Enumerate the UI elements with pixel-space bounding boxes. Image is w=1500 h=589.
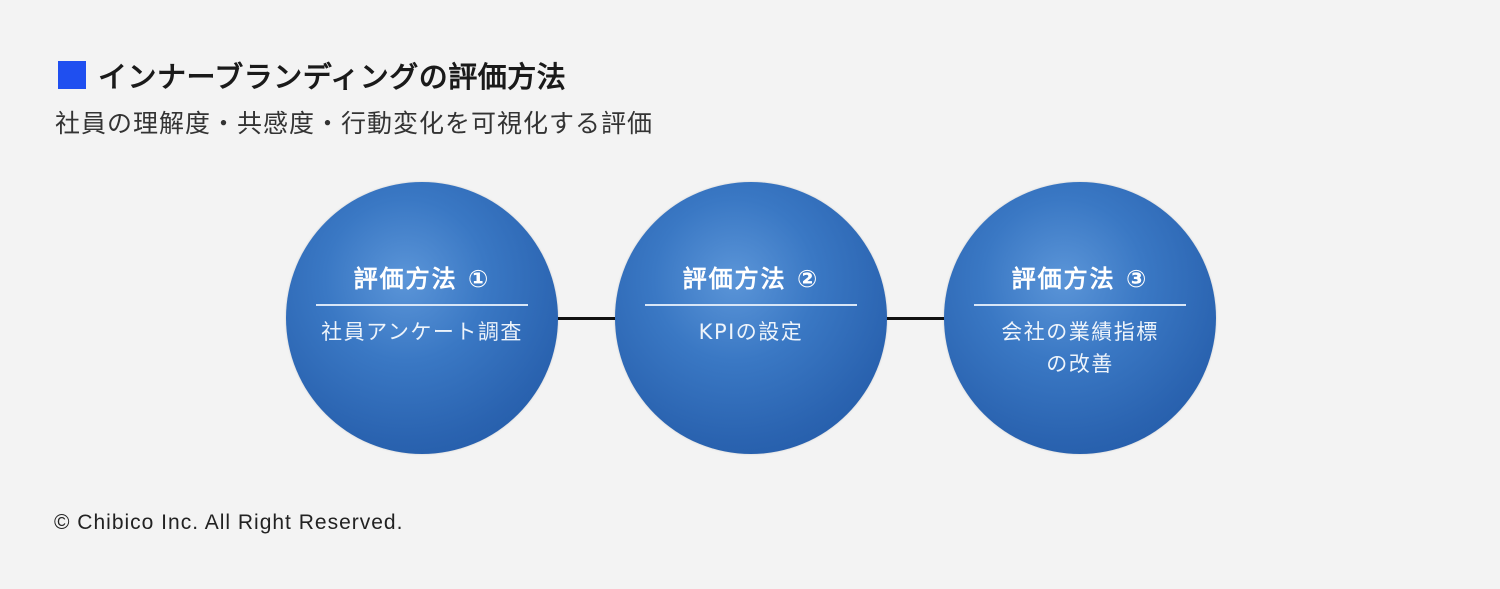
method-circle-2: 評価方法 ② KPIの設定 (615, 182, 887, 454)
method-circle-3: 評価方法 ③ 会社の業績指標 の改善 (944, 182, 1216, 454)
divider (316, 304, 528, 306)
method-description: KPIの設定 (698, 320, 804, 344)
method-description-line-2: の改善 (1046, 352, 1114, 376)
page-subtitle: 社員の理解度・共感度・行動変化を可視化する評価 (55, 109, 654, 138)
method-heading: 評価方法 ③ (1011, 265, 1149, 293)
method-heading: 評価方法 ② (682, 265, 820, 293)
divider (645, 304, 857, 306)
connector-line-1 (556, 317, 616, 320)
method-circle-1: 評価方法 ① 社員アンケート調査 (286, 182, 558, 454)
divider (974, 304, 1186, 306)
method-heading: 評価方法 ① (353, 265, 491, 293)
connector-line-2 (885, 317, 945, 320)
method-description-line-1: 会社の業績指標 (1001, 320, 1159, 344)
copyright-text: © Chibico Inc. All Right Reserved. (54, 511, 404, 534)
title-row: インナーブランディングの評価方法 (58, 54, 566, 96)
square-bullet-icon (58, 61, 86, 89)
page-title: インナーブランディングの評価方法 (98, 60, 567, 94)
method-description: 社員アンケート調査 (321, 320, 523, 344)
